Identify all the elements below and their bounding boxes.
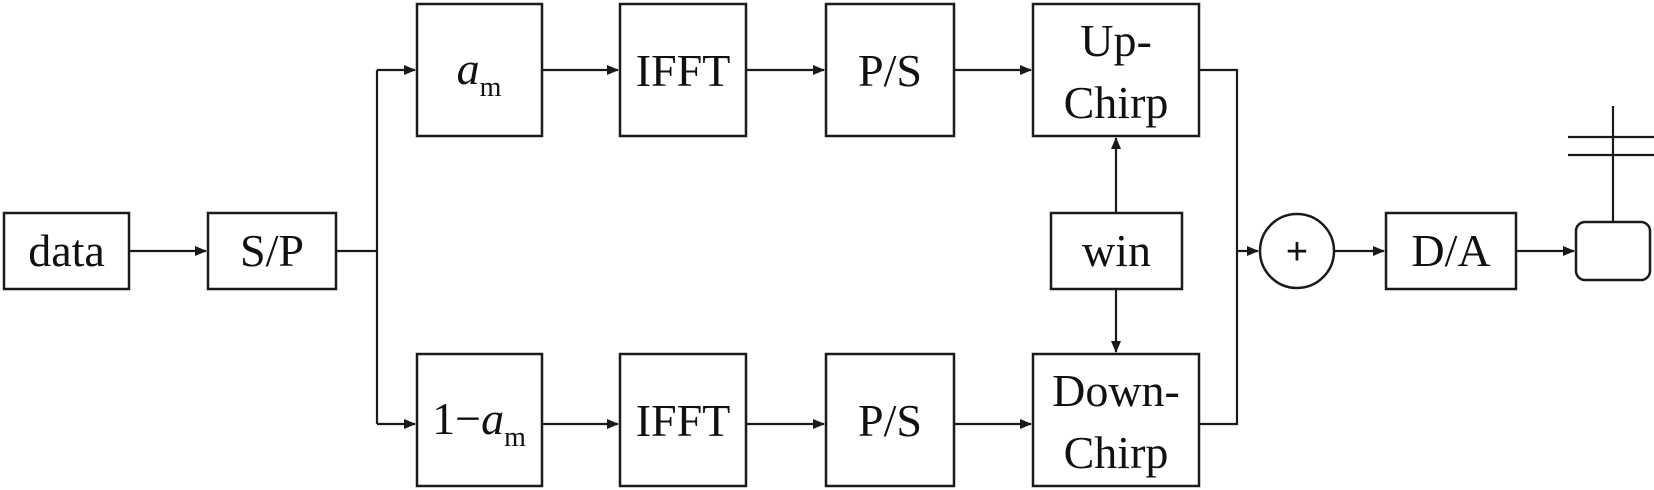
ifft-top-block: IFFT [618,2,748,138]
win-block: win [1049,211,1184,291]
ifft-top-label: IFFT [636,45,731,96]
upchirp-label-line1: Up- [1080,15,1152,66]
ps-top-label: P/S [858,45,922,96]
da-label: D/A [1411,225,1490,276]
connectors [129,65,1575,429]
upchirp-block: Up- Chirp [1031,2,1201,138]
data-label: data [28,225,105,276]
win-label: win [1082,225,1151,276]
downchirp-label-line1: Down- [1052,365,1180,416]
ifft-bottom-block: IFFT [618,352,748,488]
antenna-icon [1568,106,1654,282]
upchirp-label-line2: Chirp [1064,77,1169,128]
downchirp-block: Down- Chirp [1031,352,1201,488]
am-bottom-label: 1−am [432,393,526,453]
sp-block: S/P [206,211,338,291]
plus-symbol: + [1286,231,1308,273]
ps-bottom-block: P/S [824,352,956,488]
ifft-bottom-label: IFFT [636,395,731,446]
downchirp-label-line2: Chirp [1064,427,1169,478]
sp-label: S/P [240,225,304,276]
ps-bottom-label: P/S [858,395,922,446]
am-top-block: am [415,2,544,138]
am-top-label: am [457,43,502,103]
data-block: data [2,211,131,291]
ps-top-block: P/S [824,2,956,138]
da-block: D/A [1384,211,1518,291]
summer-circle: + [1258,212,1336,290]
wire-chirp-merge [1199,68,1239,426]
am-bottom-block: 1−am [415,352,544,488]
